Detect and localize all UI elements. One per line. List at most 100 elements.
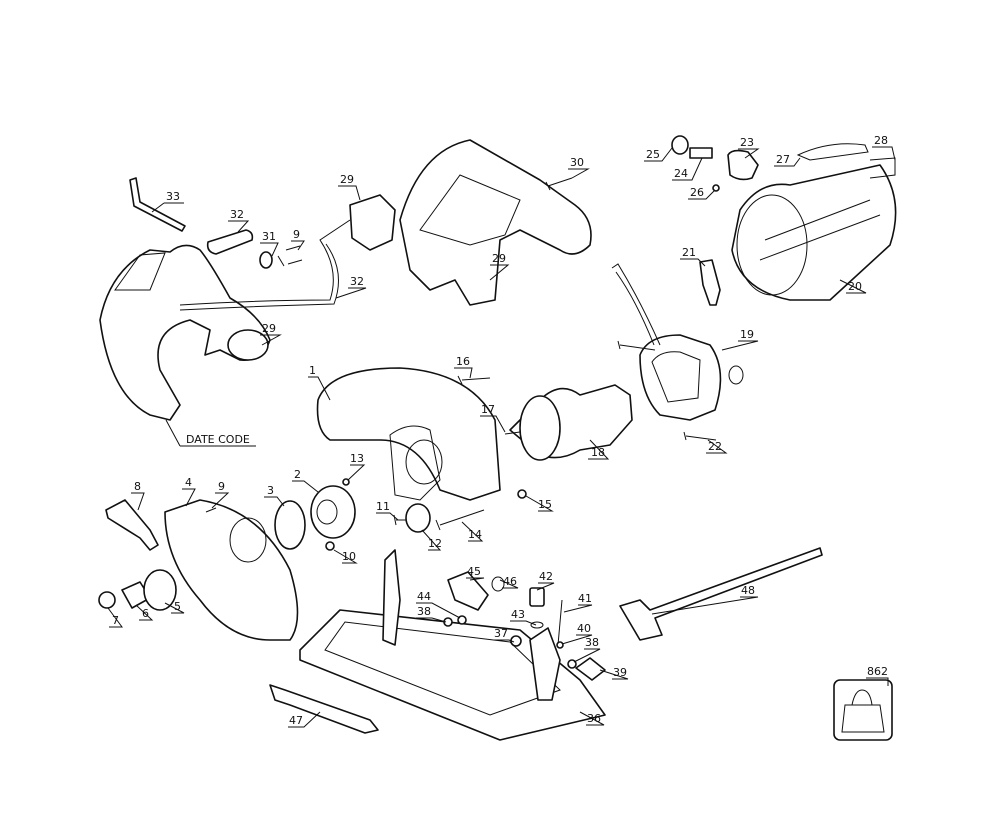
part-7-nut	[98, 591, 116, 609]
part-19-leads	[611, 263, 661, 346]
part-43-spring	[530, 621, 544, 629]
part-18-fan	[519, 395, 561, 461]
part-29-knob	[227, 329, 269, 361]
callout-18: 18	[591, 446, 605, 459]
part-1-upper-guard	[316, 367, 501, 501]
part-46-clip	[491, 576, 505, 592]
part-29-handle-opening	[419, 174, 521, 246]
callout-7: 7	[112, 614, 119, 627]
leader-lines	[107, 146, 896, 728]
part-20-motor-housing	[731, 164, 897, 301]
part-29-grip-texture	[114, 252, 166, 291]
callout-24: 24	[674, 167, 688, 180]
part-21-bracket	[699, 259, 721, 306]
part-5-washer	[143, 569, 177, 611]
part-15-clip	[517, 489, 527, 499]
part-bevel-quadrant	[529, 627, 561, 701]
part-19-stator	[639, 334, 722, 421]
part-30-screw	[545, 177, 573, 191]
part-32-wire	[179, 219, 351, 311]
callout-47: 47	[289, 714, 303, 727]
part-1-gear-housing	[389, 425, 441, 501]
part-9-screw-lower	[205, 507, 217, 513]
part-27-label	[796, 143, 869, 161]
part-31-switch	[349, 194, 396, 251]
callout-8: 8	[134, 480, 141, 493]
callout-34: 32	[230, 208, 244, 221]
callout-12: 12	[428, 537, 442, 550]
part-screw-19	[617, 340, 656, 351]
callout-37: 37	[494, 627, 508, 640]
callout-46: 46	[503, 575, 517, 588]
part-2-spindle	[310, 485, 356, 539]
callout-45: 45	[467, 565, 481, 578]
callout-29-left: 29	[262, 322, 276, 335]
callout-31: 29	[340, 173, 354, 186]
part-1-arbor-hole	[405, 439, 443, 485]
callout-23: 23	[740, 136, 754, 149]
callout-32: 32	[350, 275, 364, 288]
callout-35: 33	[166, 190, 180, 203]
callout-39: 39	[613, 666, 627, 679]
callout-38: 38	[417, 605, 431, 618]
callout-21: 21	[682, 246, 696, 259]
part-25-brush-cap	[671, 135, 689, 155]
part-8-lever	[105, 499, 159, 551]
part-20-housing-ribs	[759, 199, 881, 261]
part-9-screw	[277, 245, 303, 267]
part-depth-bracket	[382, 549, 401, 646]
callout-40: 40	[577, 622, 591, 635]
callout-labels: 33 32 31 9 29 30 29 29 32 25 24 23 26 27…	[112, 134, 888, 727]
part-34-pin	[206, 229, 254, 255]
part-45-lever	[447, 571, 489, 611]
part-28-plate	[869, 157, 896, 179]
part-42-knob	[529, 587, 545, 607]
part-36-shoe	[299, 609, 606, 741]
part-40-nut	[556, 641, 564, 649]
part-41-bolt	[557, 599, 563, 646]
part-47-wrench	[269, 684, 379, 734]
part-29-handle-top	[399, 139, 592, 306]
callout-44: 44	[417, 590, 431, 603]
callout-29-top: 29	[492, 252, 506, 265]
callout-9-lower: 9	[218, 480, 225, 493]
callout-25: 25	[646, 148, 660, 161]
callout-17: 17	[481, 403, 495, 416]
part-38-washer	[443, 617, 453, 627]
callout-5: 5	[174, 600, 181, 613]
callout-3: 3	[267, 484, 274, 497]
part-4-guard-hole	[229, 517, 267, 563]
callout-28: 28	[874, 134, 888, 147]
callout-862: 862	[867, 665, 888, 678]
callout-33: 31	[262, 230, 276, 243]
callout-2: 2	[294, 468, 301, 481]
part-34-sleeve	[259, 251, 273, 269]
bag-icon	[841, 689, 885, 733]
part-14-screw	[435, 509, 485, 531]
callout-10: 10	[342, 550, 356, 563]
callout-26: 26	[690, 186, 704, 199]
part-4-lower-guard	[164, 499, 299, 641]
part-29-handle-left	[99, 244, 271, 421]
part-24-brush	[689, 147, 713, 159]
part-12-bushing	[405, 503, 431, 533]
date-code-label: DATE CODE	[186, 433, 250, 446]
callout-15: 15	[538, 498, 552, 511]
part-22-screw	[683, 431, 717, 441]
part-39-lever	[575, 657, 606, 681]
part-48-rip-fence	[619, 547, 823, 641]
part-shapes	[98, 135, 897, 741]
part-20-housing-opening	[736, 194, 808, 296]
callout-4: 4	[185, 476, 192, 489]
part-3-ring	[274, 500, 306, 550]
part-35-hex-key	[129, 177, 186, 232]
callout-6: 6	[142, 607, 149, 620]
callout-13: 13	[350, 452, 364, 465]
part-10-screw	[325, 541, 335, 551]
callout-27: 27	[776, 153, 790, 166]
callout-36: 36	[587, 712, 601, 725]
part-19-ring	[728, 365, 744, 385]
part-23-brush-holder	[727, 149, 759, 181]
callout-42: 42	[539, 570, 553, 583]
